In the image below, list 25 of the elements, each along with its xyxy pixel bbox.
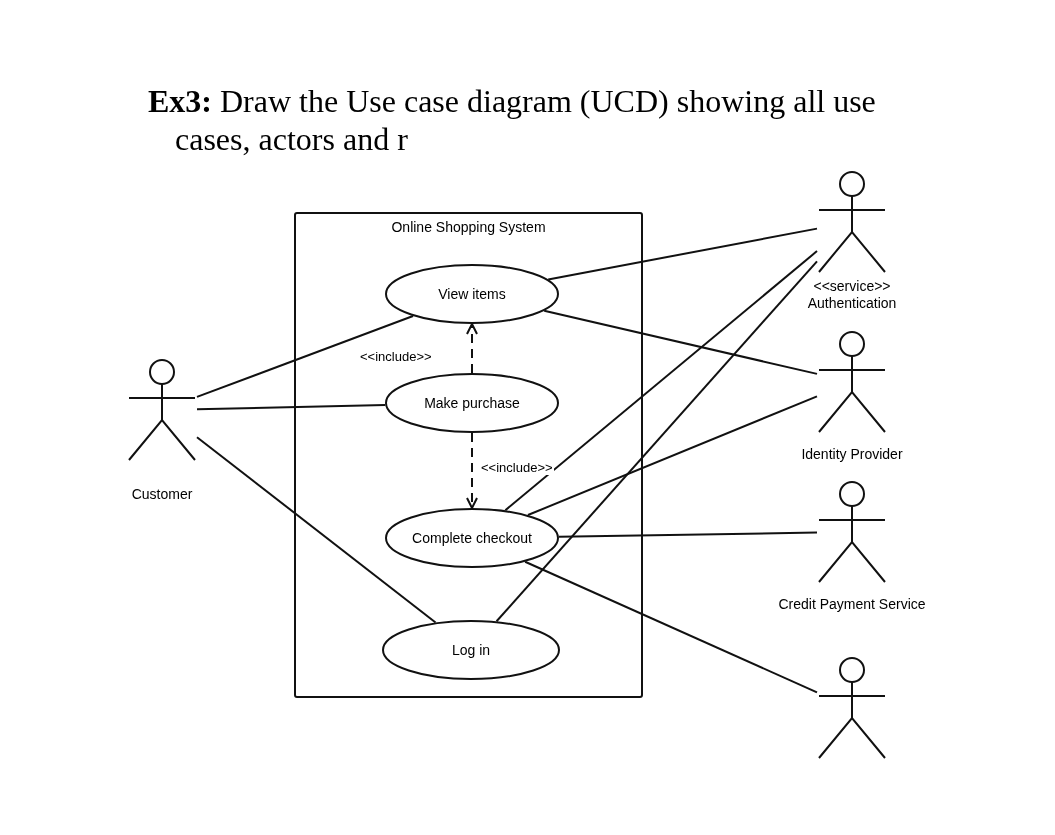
use-case-label: Log in — [450, 641, 492, 659]
association-line — [557, 531, 818, 538]
system-name: Online Shopping System — [390, 219, 547, 235]
actor-name: Credit Payment Service — [778, 596, 926, 613]
arrow — [466, 323, 478, 374]
actor-name: <<service>> Authentication — [806, 278, 898, 312]
arrow — [466, 432, 478, 509]
edge-label: <<include>> — [480, 460, 554, 475]
use-case-label: Make purchase — [423, 394, 521, 412]
diagram-title: Ex3: Draw the Use case diagram (UCD) showing all use cases, actors and r — [148, 82, 877, 158]
association-line — [547, 227, 818, 281]
association-line — [196, 315, 415, 398]
association-line — [196, 403, 387, 411]
association-line — [196, 436, 437, 624]
association-line — [526, 395, 818, 517]
use-case-label: View items — [437, 285, 507, 303]
association-line — [543, 309, 818, 375]
edge-label: <<include>> — [359, 349, 433, 364]
association-line — [495, 260, 818, 623]
system-boundary — [294, 212, 643, 698]
association-line — [504, 250, 818, 512]
actor-name: Customer — [131, 486, 193, 503]
association-line — [524, 560, 818, 694]
use-case-label: Complete checkout — [412, 529, 532, 547]
actor-name: Identity Provider — [801, 446, 903, 463]
